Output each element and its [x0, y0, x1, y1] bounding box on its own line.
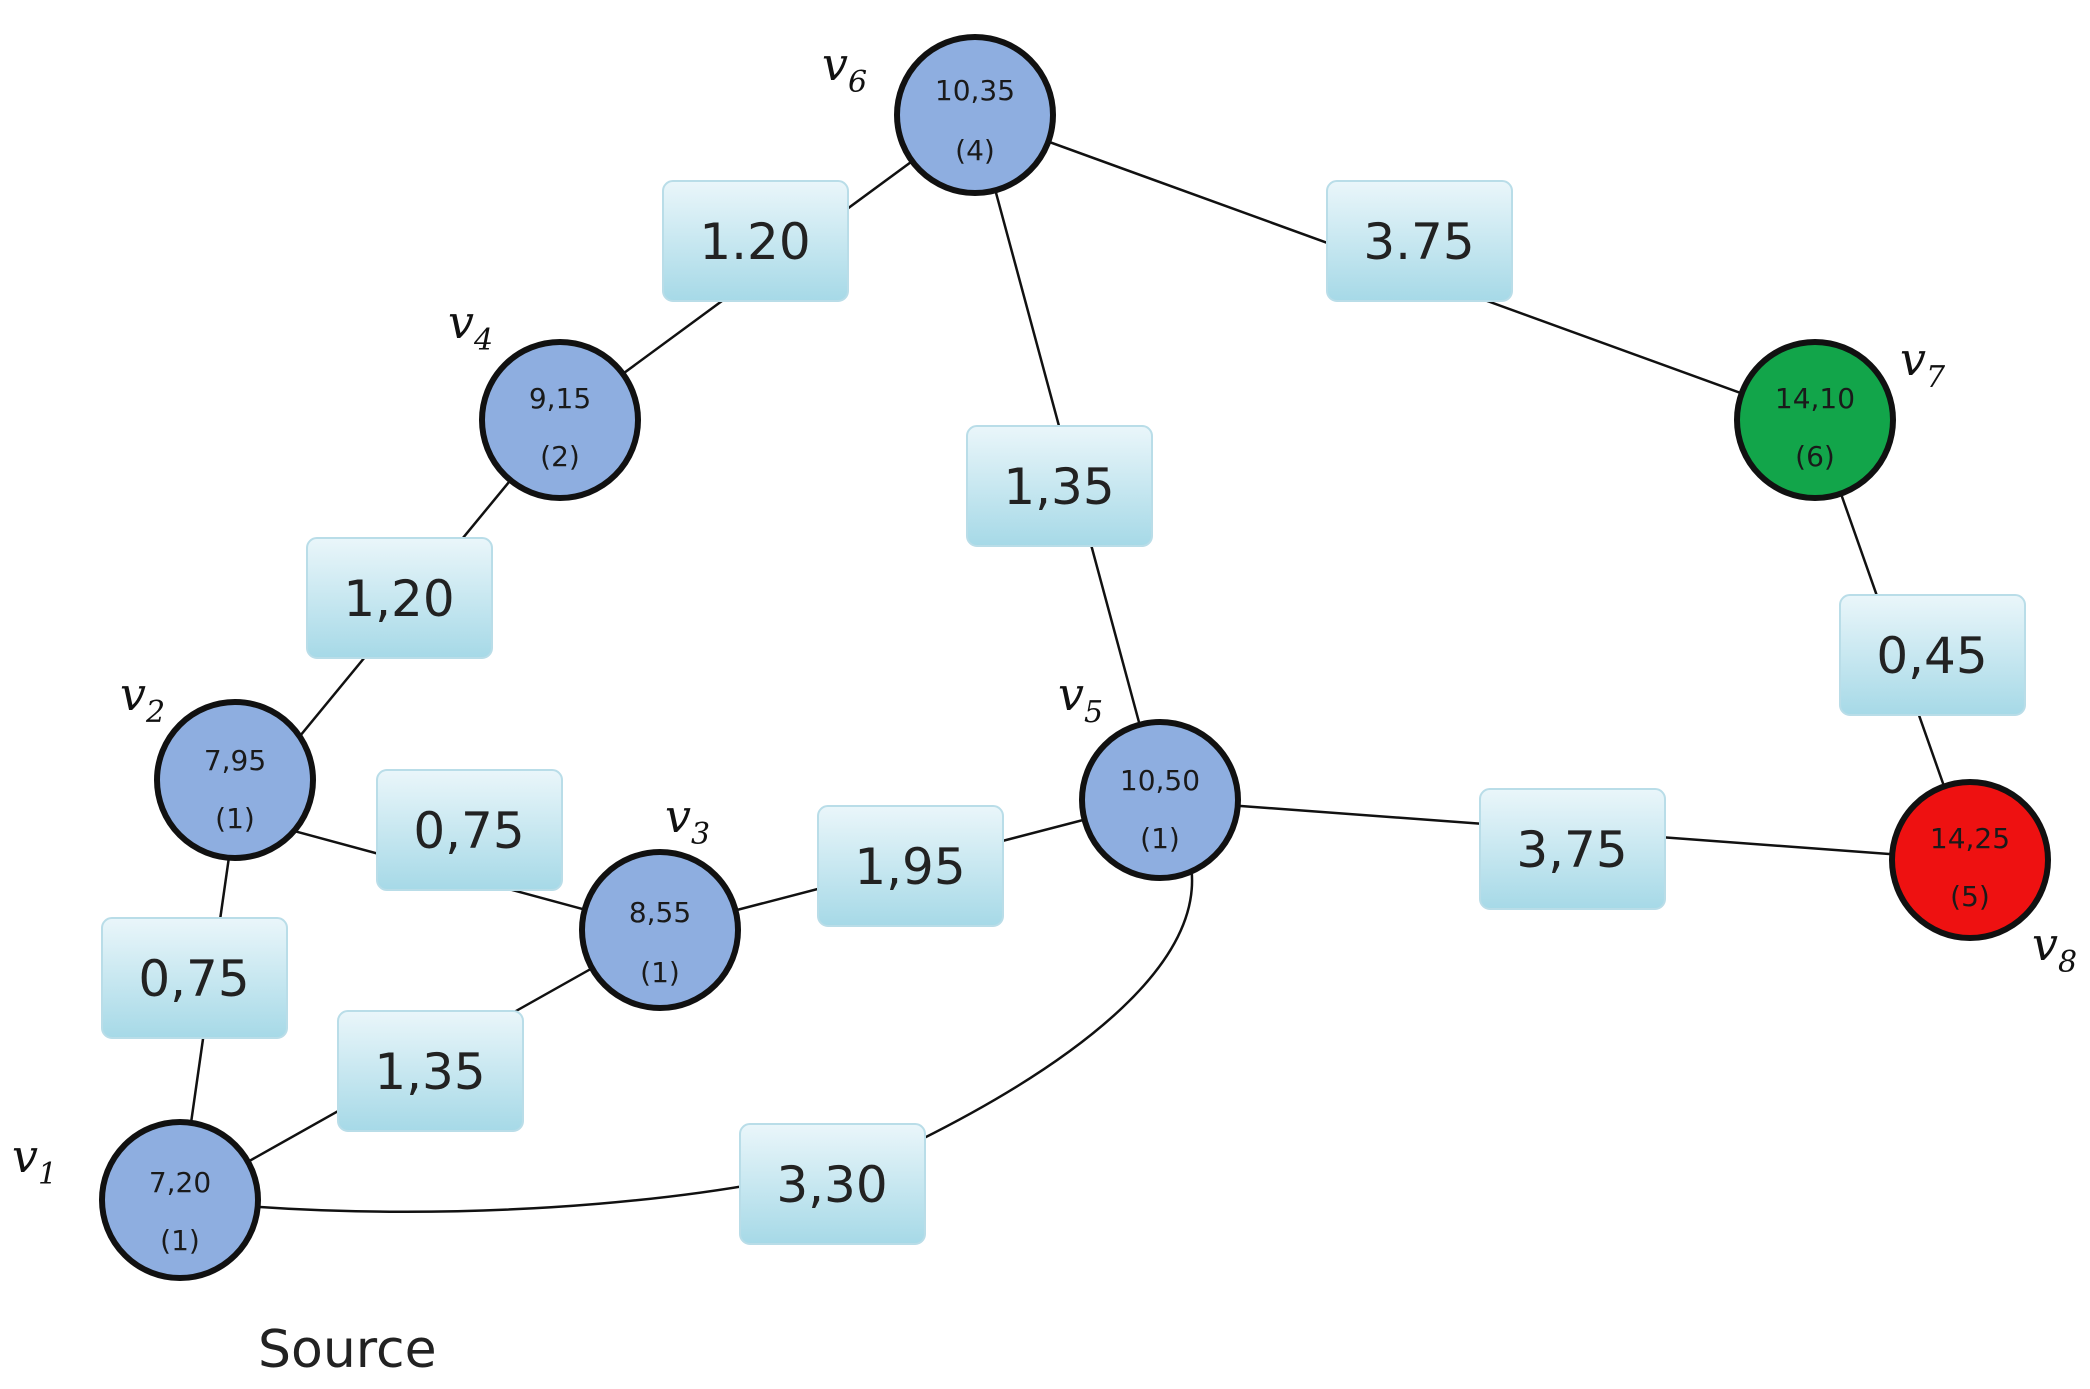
node-v6: 10,35 (4)	[894, 34, 1056, 196]
node-v5-count: (1)	[1140, 822, 1180, 855]
node-v1-count: (1)	[160, 1224, 200, 1257]
node-v6-count: (4)	[955, 134, 995, 167]
node-v4: 9,15 (2)	[479, 339, 641, 501]
weight-label-v1-v3: 1,35	[374, 1043, 485, 1101]
node-v4-name: v4	[448, 295, 493, 358]
node-v5-name: v5	[1058, 667, 1103, 730]
weight-box-v2-v3: 0,75	[376, 769, 563, 891]
weight-label-v7-v8: 0,45	[1876, 627, 1987, 685]
node-v3: 8,55 (1)	[579, 849, 741, 1011]
weight-label-v1-v2: 0,75	[138, 950, 249, 1008]
weight-box-v1-v2: 0,75	[101, 917, 288, 1039]
weight-label-v2-v4: 1,20	[343, 570, 454, 628]
weight-box-v6-v7: 3.75	[1326, 180, 1513, 302]
node-v4-value: 9,15	[529, 382, 591, 415]
weight-box-v3-v5: 1,95	[817, 805, 1004, 927]
weight-label-v6-v5: 1,35	[1003, 458, 1114, 516]
weight-label-v3-v5: 1,95	[854, 838, 965, 896]
node-v8-name: v8	[2032, 917, 2077, 980]
source-caption: Source	[258, 1320, 437, 1380]
weight-box-v7-v8: 0,45	[1839, 594, 2026, 716]
node-v6-name: v6	[822, 37, 867, 100]
weight-box-v5-v8: 3,75	[1479, 788, 1666, 910]
weight-label-v4-v6: 1.20	[699, 213, 810, 271]
node-v3-name: v3	[665, 789, 710, 852]
edge-weights: 0,75 1,35 3,30 1,20 0,75 1,95 1.20 1,35	[101, 180, 2026, 1245]
weight-box-v4-v6: 1.20	[662, 180, 849, 302]
node-names: v1 v2 v3 v4 v5 v6 v7 v8	[12, 37, 2077, 1192]
node-v8-value: 14,25	[1930, 822, 2010, 855]
node-v7: 14,10 (6)	[1734, 339, 1896, 501]
node-v4-count: (2)	[540, 440, 580, 473]
nodes: 7,20 (1) 7,95 (1) 8,55 (1) 9,15 (2) 10,5…	[99, 34, 2051, 1281]
node-v3-value: 8,55	[629, 896, 691, 929]
weight-label-v5-v8: 3,75	[1516, 821, 1627, 879]
weight-box-v2-v4: 1,20	[306, 537, 493, 659]
node-v7-name: v7	[1900, 332, 1946, 395]
node-v2: 7,95 (1)	[154, 699, 316, 861]
weight-label-v1-v5: 3,30	[776, 1156, 887, 1214]
node-v7-count: (6)	[1795, 440, 1835, 473]
node-v6-value: 10,35	[935, 74, 1015, 107]
node-v2-value: 7,95	[204, 744, 266, 777]
node-v2-name: v2	[120, 667, 165, 730]
node-v1-name: v1	[12, 1129, 57, 1192]
node-v3-count: (1)	[640, 956, 680, 989]
weight-label-v6-v7: 3.75	[1363, 213, 1474, 271]
node-v1-value: 7,20	[149, 1166, 211, 1199]
node-v2-count: (1)	[215, 802, 255, 835]
node-v1: 7,20 (1)	[99, 1119, 261, 1281]
node-v5: 10,50 (1)	[1079, 719, 1241, 881]
weight-box-v6-v5: 1,35	[966, 425, 1153, 547]
node-v8: 14,25 (5)	[1889, 779, 2051, 941]
weight-box-v1-v5: 3,30	[739, 1123, 926, 1245]
node-v5-value: 10,50	[1120, 764, 1200, 797]
weight-label-v2-v3: 0,75	[413, 802, 524, 860]
node-v8-count: (5)	[1950, 880, 1990, 913]
node-v7-value: 14,10	[1775, 382, 1855, 415]
weight-box-v1-v3: 1,35	[337, 1010, 524, 1132]
